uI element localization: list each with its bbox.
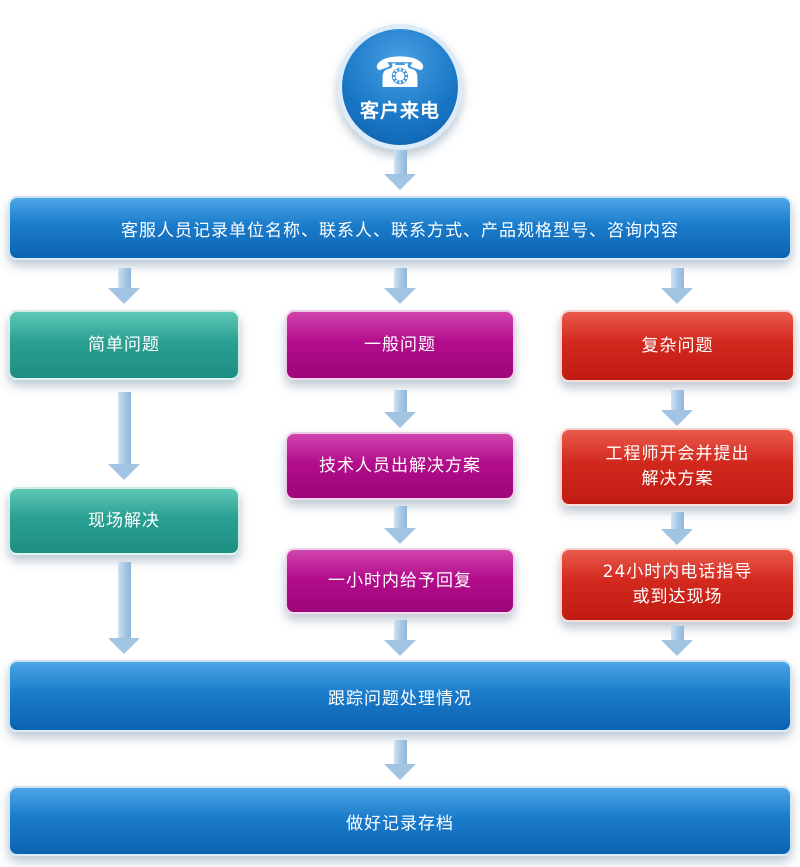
onsite-resolve-box: 现场解决 [8, 487, 240, 555]
arrow-onsite-to-track [108, 562, 140, 654]
phone-guidance-line1: 24小时内电话指导 [602, 562, 753, 583]
phone-icon: ☎ [373, 47, 427, 97]
arrow-reply-to-track [384, 620, 416, 656]
start-node: ☎ 客户来电 [337, 24, 463, 150]
arrow-tech-to-reply [384, 506, 416, 544]
simple-problem-label: 简单问题 [88, 334, 160, 355]
complex-problem-label: 复杂问题 [641, 335, 714, 356]
track-bar: 跟踪问题处理情况 [8, 660, 792, 732]
arrow-record-to-general [384, 268, 416, 304]
archive-bar: 做好记录存档 [8, 786, 792, 856]
arrow-simple-to-onsite [108, 392, 140, 480]
arrow-start-to-record [384, 150, 416, 190]
arrow-record-to-complex [661, 268, 693, 304]
onsite-resolve-label: 现场解决 [88, 510, 160, 531]
arrow-track-to-archive [384, 740, 416, 780]
simple-problem-box: 简单问题 [8, 310, 240, 380]
arrow-phone24-to-track [661, 626, 693, 656]
start-label: 客户来电 [359, 99, 440, 122]
engineer-meeting-line1: 工程师开会并提出 [605, 444, 750, 465]
record-bar: 客服人员记录单位名称、联系人、联系方式、产品规格型号、咨询内容 [8, 196, 792, 260]
phone-guidance-box: 24小时内电话指导 或到达现场 [560, 548, 795, 622]
arrow-engineer-to-phone24 [661, 512, 693, 545]
engineer-meeting-line2: 解决方案 [641, 469, 714, 489]
tech-solution-box: 技术人员出解决方案 [285, 432, 515, 500]
arrow-general-to-tech [384, 390, 416, 428]
start-node-circle: ☎ 客户来电 [342, 29, 458, 145]
engineer-meeting-box: 工程师开会并提出 解决方案 [560, 428, 795, 506]
arrow-complex-to-engineer [661, 390, 693, 426]
arrow-record-to-simple [108, 268, 140, 304]
one-hour-reply-label: 一小时内给予回复 [328, 570, 472, 591]
complex-problem-box: 复杂问题 [560, 310, 795, 382]
tech-solution-label: 技术人员出解决方案 [319, 455, 481, 476]
general-problem-label: 一般问题 [364, 334, 436, 355]
phone-guidance-line2: 或到达现场 [632, 587, 723, 607]
general-problem-box: 一般问题 [285, 310, 515, 380]
one-hour-reply-box: 一小时内给予回复 [285, 548, 515, 614]
